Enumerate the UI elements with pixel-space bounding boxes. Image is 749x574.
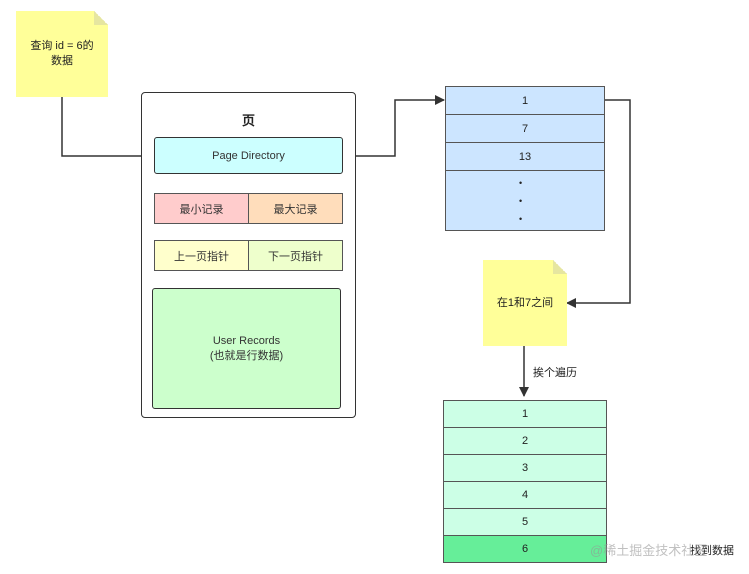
min-record-cell: 最小记录	[155, 194, 248, 223]
page-directory-box: Page Directory	[154, 137, 343, 174]
found-label: 找到数据	[690, 545, 734, 557]
directory-slot: 13	[445, 142, 605, 171]
next-page-pointer-cell: 下一页指针	[248, 241, 342, 270]
note-fold-corner	[553, 260, 567, 274]
traverse-label: 挨个遍历	[533, 367, 577, 379]
record-row-found: 6	[443, 535, 607, 563]
query-note-line2: 数据	[51, 55, 73, 67]
record-row: 4	[443, 481, 607, 509]
record-row: 2	[443, 427, 607, 455]
record-row: 5	[443, 508, 607, 536]
max-record-cell: 最大记录	[248, 194, 342, 223]
ellipsis-dot: •	[519, 178, 523, 188]
user-records-label: User Records	[212, 334, 281, 347]
page-title: 页	[241, 113, 255, 128]
between-note-text: 在1和7之间	[496, 296, 554, 309]
watermark: @稀土掘金技术社区	[590, 543, 708, 558]
prev-page-pointer-cell: 上一页指针	[155, 241, 248, 270]
min-max-record-row: 最小记录 最大记录	[154, 193, 343, 224]
note-fold-corner	[94, 11, 108, 25]
query-note: 查询 id = 6的 数据	[16, 11, 108, 97]
ellipsis-dot: •	[519, 196, 523, 206]
arrow-query-to-directory	[61, 97, 153, 161]
query-note-line1: 查询 id = 6的	[30, 40, 94, 52]
user-records-sublabel: (也就是行数据)	[209, 349, 284, 362]
ellipsis-dot: •	[519, 214, 523, 224]
record-row: 3	[443, 454, 607, 482]
between-note: 在1和7之间	[483, 260, 567, 346]
arrow-directory-to-slots	[343, 95, 445, 157]
page-pointer-row: 上一页指针 下一页指针	[154, 240, 343, 271]
user-records-box: User Records (也就是行数据)	[152, 288, 341, 409]
directory-slot: 1	[445, 86, 605, 115]
directory-slot: 7	[445, 114, 605, 143]
arrow-slots-to-note	[566, 99, 631, 308]
record-row: 1	[443, 400, 607, 428]
